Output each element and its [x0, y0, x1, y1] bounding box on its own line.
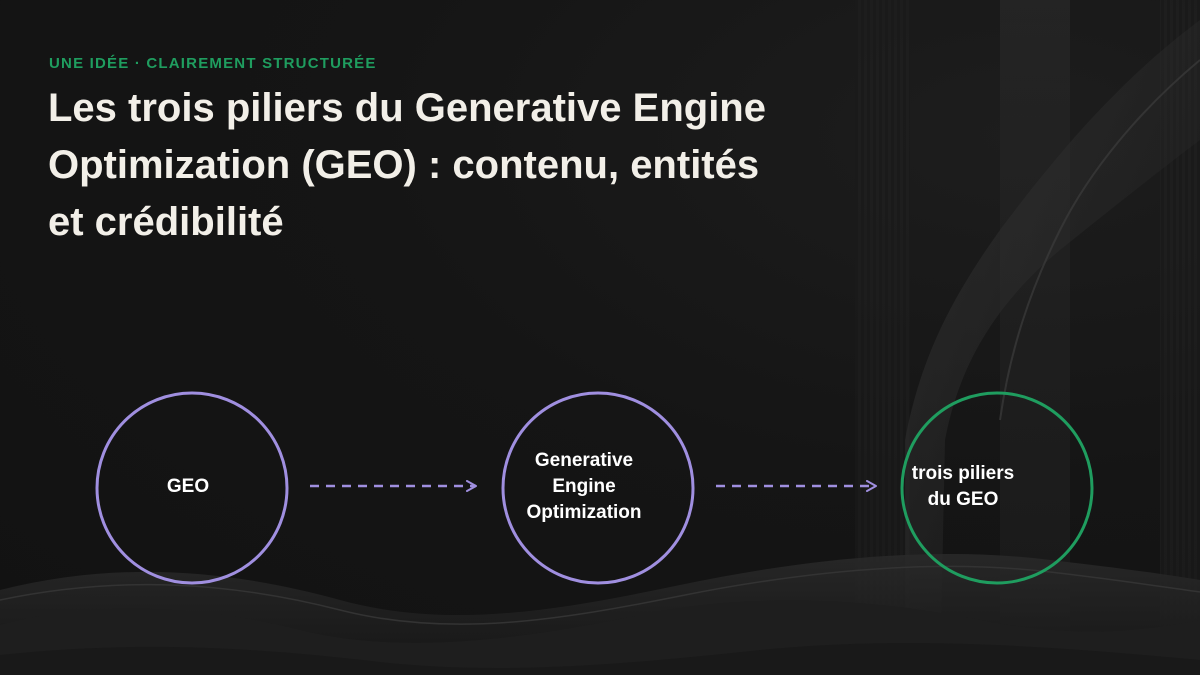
- bg-ribbon: [905, 20, 1200, 675]
- node-label-line: Engine: [552, 476, 616, 497]
- bg-wave-front: [0, 643, 1200, 675]
- eyebrow-label: UNE IDÉE · CLAIREMENT STRUCTURÉE: [49, 55, 377, 72]
- node-label-line: Generative: [534, 450, 634, 471]
- bg-ribbon-highlight: [999, 59, 1200, 421]
- slide-title: Les trois piliers du Generative Engine O…: [48, 86, 766, 244]
- bg-wave-line: [0, 565, 1200, 625]
- node-label-line: trois piliers: [911, 463, 1015, 484]
- node-label-line: Optimization: [526, 502, 642, 523]
- node-label-line: GEO: [166, 476, 210, 497]
- node-circle-generative-engine-optimization: [501, 391, 695, 585]
- node-label-generative-engine-optimization: Generative Engine Optimization: [508, 448, 660, 526]
- node-label-line: du GEO: [927, 489, 999, 510]
- node-circle-trois-piliers: [900, 391, 1094, 585]
- node-circle-geo: [95, 391, 289, 585]
- node-label-geo: GEO: [120, 474, 256, 500]
- node-label-trois-piliers: trois piliers du GEO: [893, 461, 1033, 513]
